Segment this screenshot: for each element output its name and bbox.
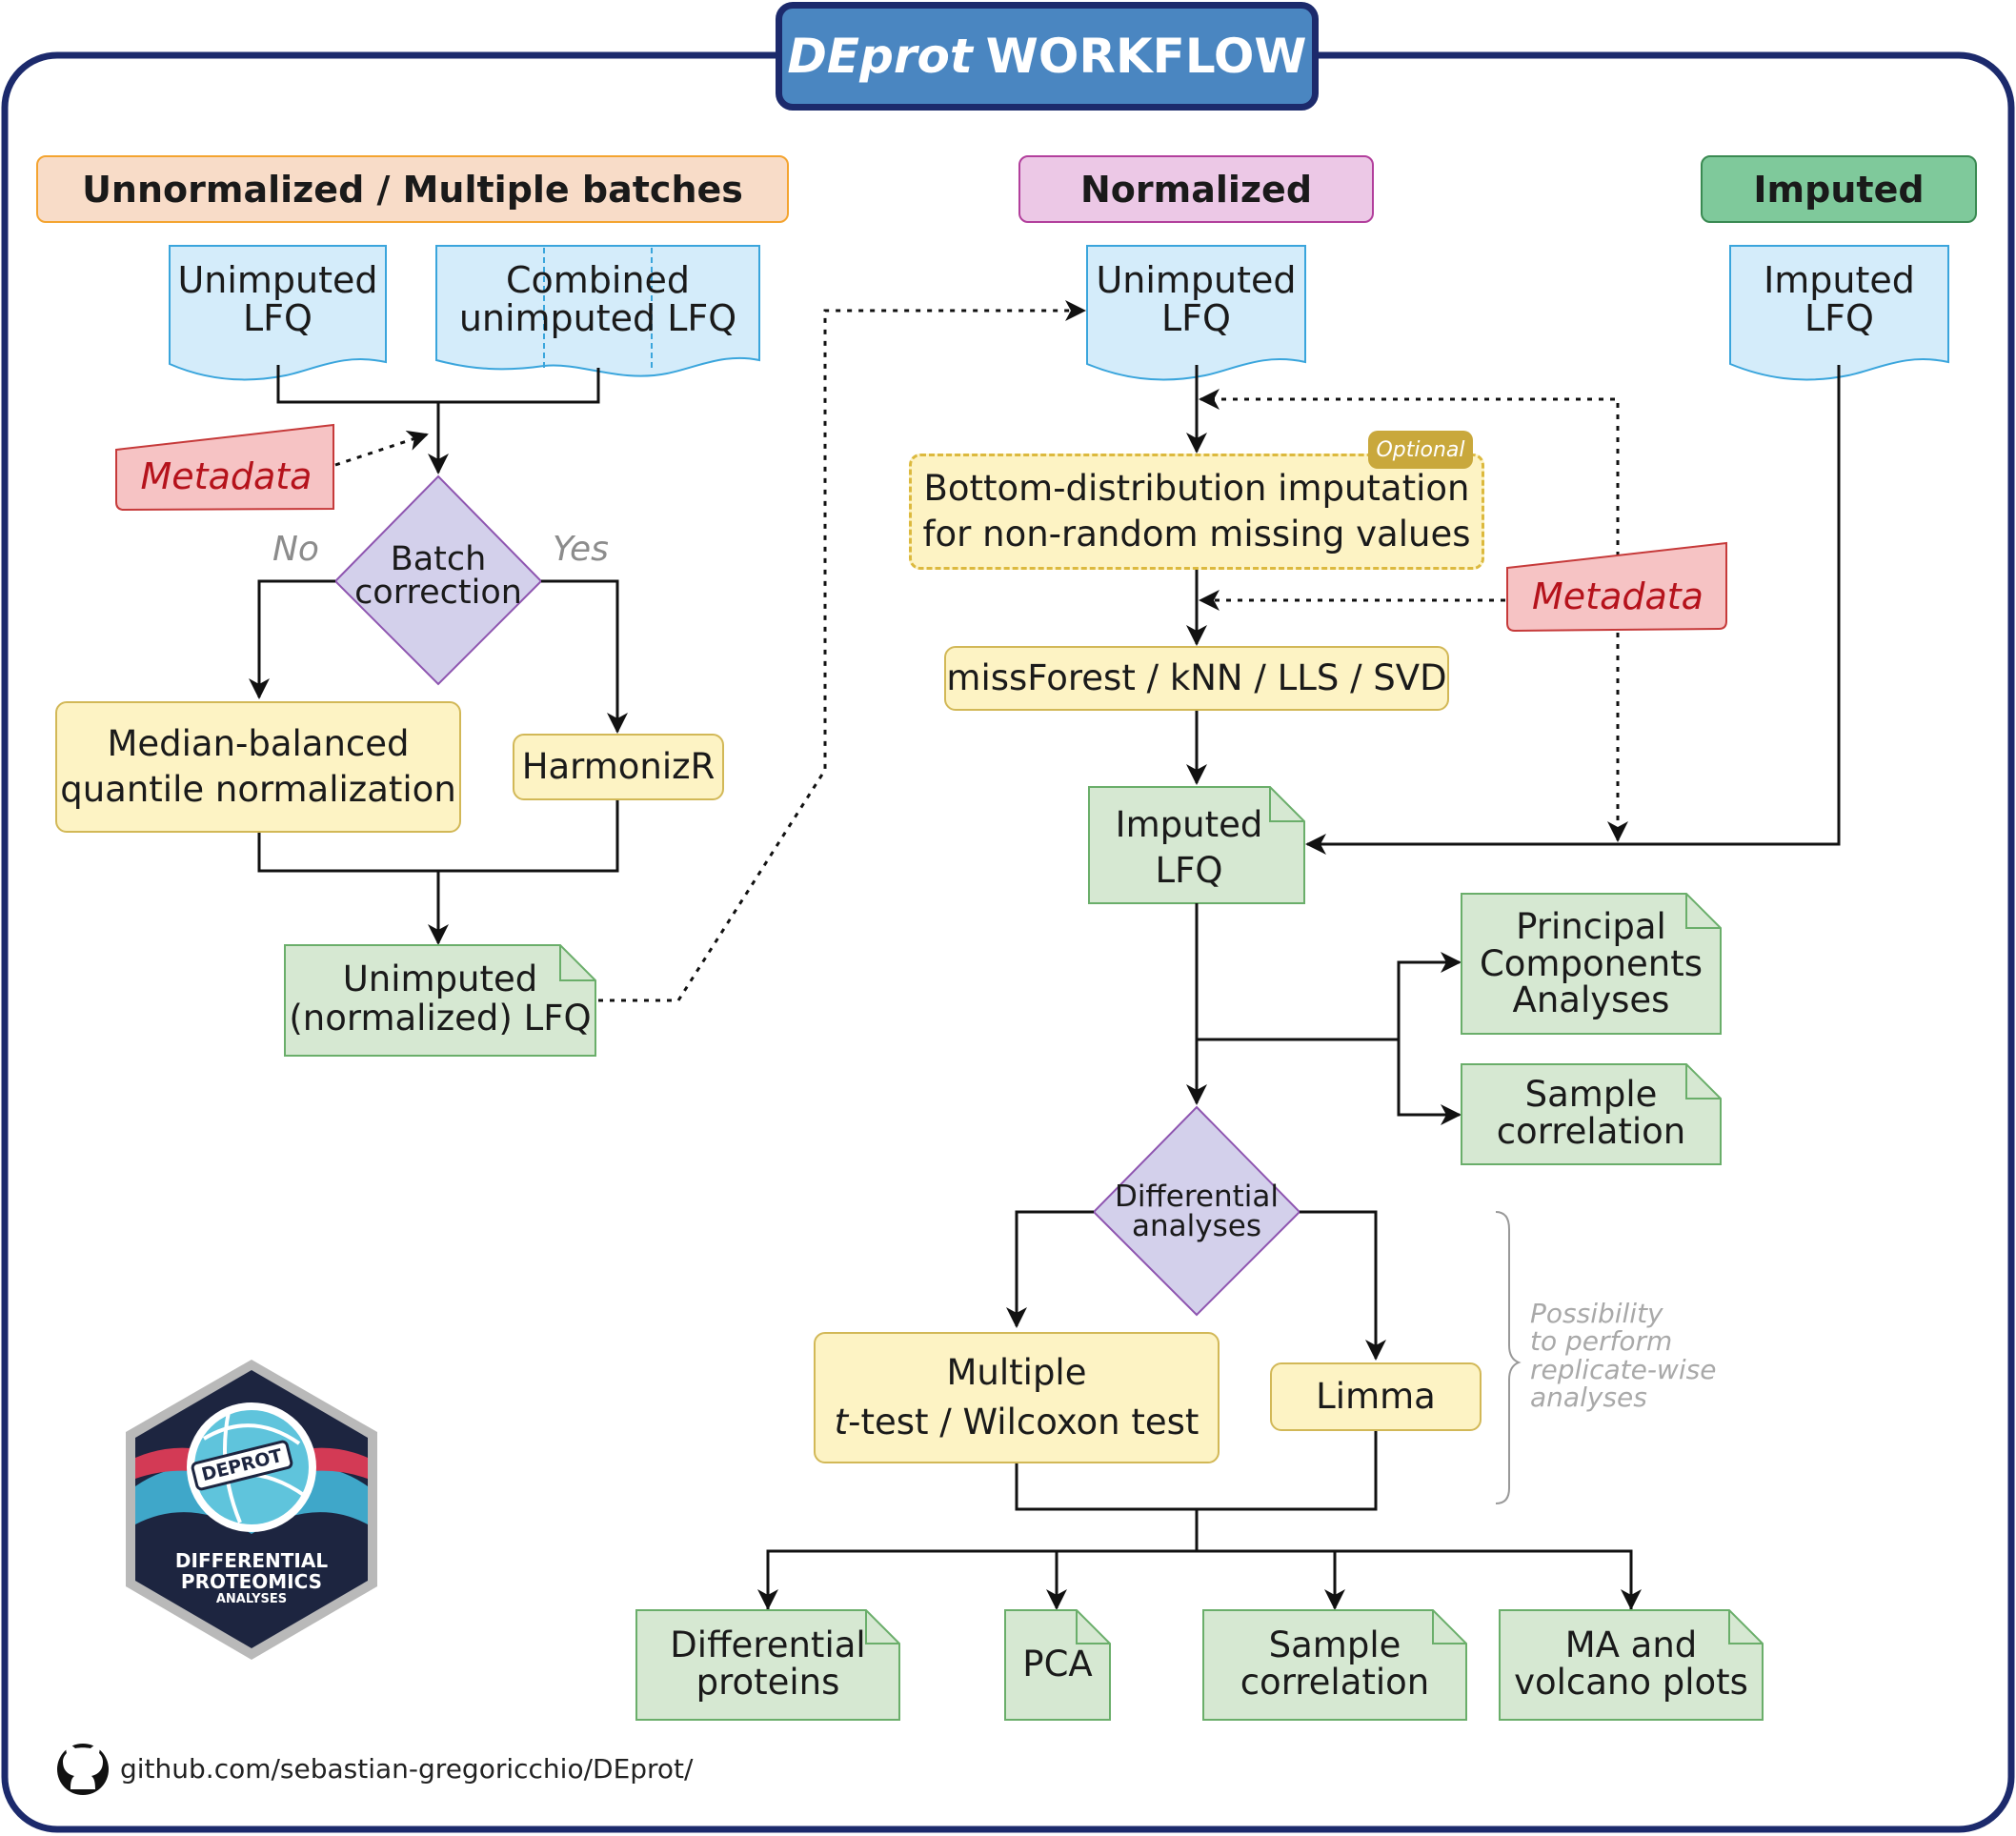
batch-correction-diamond bbox=[333, 474, 543, 686]
doc-imputed-middle-label: Imputed LFQ bbox=[1115, 803, 1263, 891]
github-url-link[interactable]: github.com/sebastian-gregoricchio/DEprot… bbox=[120, 1753, 694, 1785]
median-balanced-label: Median-balanced quantile normalization bbox=[60, 722, 456, 810]
github-icon[interactable] bbox=[57, 1744, 109, 1795]
ttest-italic-t: t bbox=[834, 1402, 849, 1443]
doc-combined-label: Combined unimputed LFQ bbox=[458, 259, 737, 339]
section-normalized: Normalized bbox=[1018, 155, 1374, 223]
doc-output-pca bbox=[1004, 1609, 1111, 1721]
yes-label: Yes bbox=[553, 530, 609, 569]
ttest-line2-rest: -test / Wilcoxon test bbox=[848, 1402, 1200, 1443]
doc-output-ma-volcano bbox=[1499, 1609, 1764, 1721]
limma-label: Limma bbox=[1316, 1375, 1436, 1417]
ttest-box: Multiple t-test / Wilcoxon test bbox=[814, 1332, 1220, 1463]
optional-badge: Optional bbox=[1368, 431, 1473, 469]
metadata-left-shape bbox=[115, 423, 334, 512]
title-rest: WORKFLOW bbox=[985, 29, 1307, 84]
metadata-right: Metadata bbox=[1532, 575, 1704, 617]
differential-analyses-diamond bbox=[1092, 1105, 1301, 1317]
doc-imputed-lfq-middle bbox=[1088, 786, 1305, 904]
batch-correction-label: Batch correction bbox=[354, 540, 522, 612]
doc-combined-lfq bbox=[435, 245, 760, 377]
harmonizr-label: HarmonizR bbox=[521, 745, 716, 787]
doc-sample-correlation-middle-label: Sample correlation bbox=[1496, 1074, 1686, 1152]
replicate-note: Possibility to perform replicate-wise an… bbox=[1530, 1298, 1717, 1414]
doc-unimputed-lfq-middle bbox=[1086, 245, 1306, 381]
output-ma-volcano-label: MA and volcano plots bbox=[1514, 1624, 1748, 1703]
no-label: No bbox=[272, 530, 319, 569]
logo-line3: ANALYSES bbox=[215, 1592, 288, 1606]
doc-output-differential-proteins bbox=[635, 1609, 900, 1721]
replicate-brace bbox=[1495, 1211, 1522, 1504]
imputation-methods-label: missForest / kNN / LLS / SVD bbox=[946, 656, 1447, 698]
ttest-line1: Multiple bbox=[946, 1352, 1087, 1394]
doc-normalized-output bbox=[284, 944, 596, 1057]
doc-pca-label: Principal Components Analyses bbox=[1479, 905, 1704, 1021]
section-imputed: Imputed bbox=[1701, 155, 1977, 223]
ttest-line2: t-test / Wilcoxon test bbox=[835, 1398, 1200, 1447]
doc-unimputed-middle-label: Unimputed LFQ bbox=[1096, 259, 1297, 339]
imputation-methods-box: missForest / kNN / LLS / SVD bbox=[944, 646, 1449, 711]
title-italic: DEprot bbox=[787, 29, 973, 84]
limma-box: Limma bbox=[1270, 1362, 1482, 1431]
workflow-title: DEprot WORKFLOW bbox=[776, 2, 1319, 111]
metadata-right-shape bbox=[1506, 541, 1727, 633]
doc-normalized-output-label: Unimputed (normalized) LFQ bbox=[289, 958, 592, 1039]
logo-line1: DIFFERENTIAL bbox=[174, 1549, 329, 1572]
logo-line2: PROTEOMICS bbox=[180, 1570, 323, 1593]
output-pca-label: PCA bbox=[1022, 1643, 1093, 1685]
doc-unimputed-lfq-left bbox=[169, 245, 387, 381]
median-balanced-box: Median-balanced quantile normalization bbox=[55, 701, 461, 833]
harmonizr-box: HarmonizR bbox=[513, 734, 724, 800]
deprot-logo bbox=[126, 1360, 377, 1660]
doc-imputed-lfq-right bbox=[1729, 245, 1949, 381]
bottom-distribution-box: Bottom-distribution imputation for non-r… bbox=[909, 454, 1484, 570]
doc-pca bbox=[1461, 893, 1722, 1035]
doc-imputed-right-label: Imputed LFQ bbox=[1764, 259, 1915, 339]
metadata-left: Metadata bbox=[140, 455, 312, 497]
differential-analyses-label: Differential analyses bbox=[1114, 1180, 1280, 1243]
doc-sample-correlation-middle bbox=[1461, 1063, 1722, 1165]
output-differential-proteins-label: Differential proteins bbox=[670, 1624, 866, 1703]
section-unnormalized: Unnormalized / Multiple batches bbox=[36, 155, 789, 223]
doc-unimputed-left-label: Unimputed LFQ bbox=[177, 259, 378, 339]
output-sample-correlation-label: Sample correlation bbox=[1240, 1624, 1430, 1703]
bottom-distribution-label: Bottom-distribution imputation for non-r… bbox=[922, 467, 1471, 555]
doc-output-sample-correlation bbox=[1202, 1609, 1467, 1721]
